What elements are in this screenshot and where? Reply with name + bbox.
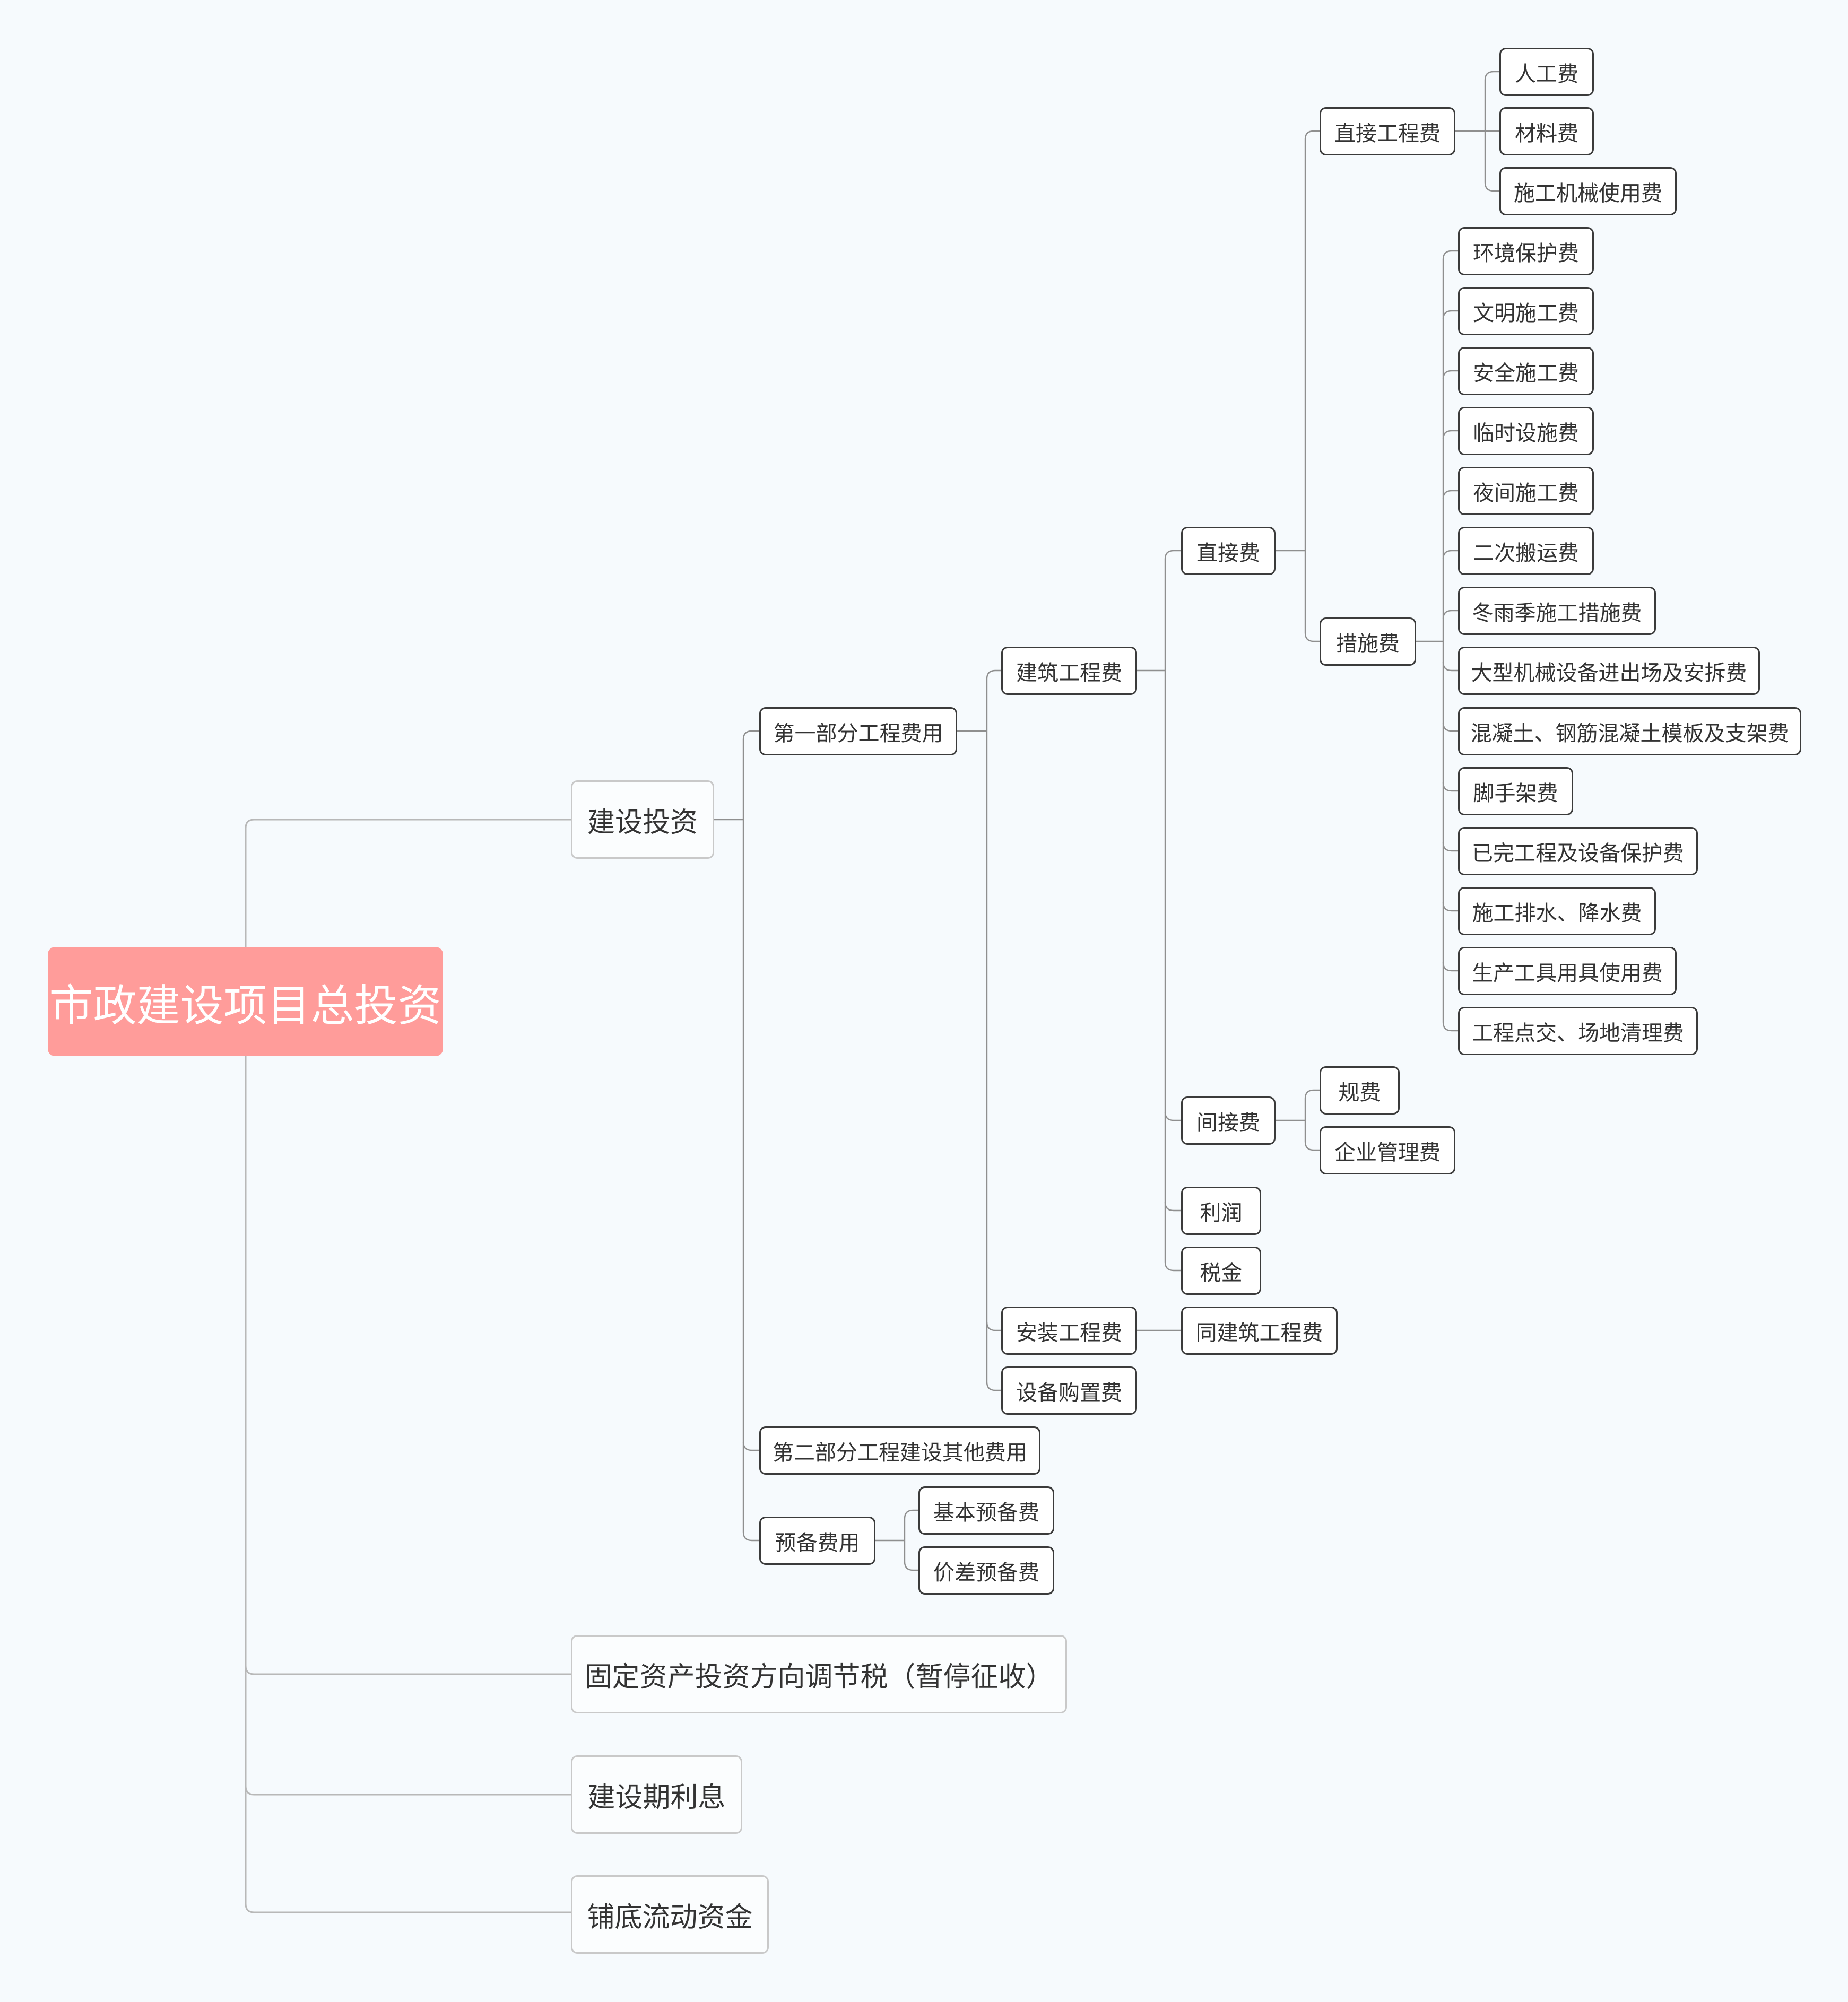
connector-line bbox=[245, 1786, 571, 1796]
node-material-cost[interactable]: 材料费 bbox=[1499, 107, 1594, 155]
node-labor-cost[interactable]: 人工费 bbox=[1499, 48, 1594, 96]
node-working-capital[interactable]: 铺底流动资金 bbox=[571, 1875, 769, 1954]
node-construction-investment[interactable]: 建设投资 bbox=[571, 780, 714, 859]
connector-line bbox=[1442, 310, 1458, 320]
node-measure-item[interactable]: 脚手架费 bbox=[1458, 767, 1573, 815]
connector-line bbox=[1164, 1261, 1181, 1272]
connector-line bbox=[1164, 1202, 1181, 1212]
connector-line bbox=[1442, 842, 1458, 852]
connector-line bbox=[904, 1509, 918, 1519]
node-measure-item[interactable]: 生产工具用具使用费 bbox=[1458, 947, 1677, 995]
connector-line bbox=[1304, 1141, 1320, 1151]
connector-line bbox=[1442, 661, 1458, 672]
connector-line bbox=[742, 730, 759, 740]
connector-line bbox=[904, 1561, 918, 1571]
node-profit[interactable]: 利润 bbox=[1181, 1187, 1261, 1235]
connector-line bbox=[1442, 1022, 1458, 1032]
connector-line bbox=[1442, 610, 1458, 620]
connector-line bbox=[1304, 130, 1320, 140]
connector-line bbox=[1164, 1111, 1181, 1121]
connector-line bbox=[1442, 782, 1458, 792]
connector-line bbox=[245, 819, 571, 947]
node-price-reserve[interactable]: 价差预备费 bbox=[918, 1546, 1054, 1595]
connector-line bbox=[1304, 1089, 1320, 1099]
node-installation-works[interactable]: 安装工程费 bbox=[1001, 1307, 1137, 1355]
node-measure-item[interactable]: 临时设施费 bbox=[1458, 407, 1594, 455]
node-part2-other-costs[interactable]: 第二部分工程建设其他费用 bbox=[759, 1426, 1040, 1475]
node-measure-item[interactable]: 二次搬运费 bbox=[1458, 527, 1594, 575]
node-measure-item[interactable]: 混凝土、钢筋混凝土模板及支架费 bbox=[1458, 707, 1801, 755]
node-same-as-building[interactable]: 同建筑工程费 bbox=[1181, 1307, 1338, 1355]
node-measure-item[interactable]: 冬雨季施工措施费 bbox=[1458, 587, 1656, 635]
node-measure-item[interactable]: 工程点交、场地清理费 bbox=[1458, 1007, 1698, 1055]
connector-line bbox=[986, 669, 1001, 680]
node-machinery-cost[interactable]: 施工机械使用费 bbox=[1499, 167, 1677, 215]
root-node[interactable]: 市政建设项目总投资 bbox=[48, 947, 443, 1056]
connector-line bbox=[1442, 370, 1458, 380]
node-measure-item[interactable]: 环境保护费 bbox=[1458, 227, 1594, 275]
connector-line bbox=[742, 1531, 759, 1542]
connector-line bbox=[986, 1381, 1001, 1391]
connector-line bbox=[1164, 550, 1181, 560]
node-reserve[interactable]: 预备费用 bbox=[759, 1517, 875, 1565]
node-indirect-cost[interactable]: 间接费 bbox=[1181, 1096, 1276, 1145]
node-measure-item[interactable]: 文明施工费 bbox=[1458, 287, 1594, 335]
node-regulation-fee[interactable]: 规费 bbox=[1320, 1066, 1400, 1115]
connector-line bbox=[1442, 962, 1458, 972]
connector-line bbox=[1442, 550, 1458, 560]
node-fixed-asset-tax[interactable]: 固定资产投资方向调节税（暂停征收） bbox=[571, 1635, 1067, 1713]
connector-line bbox=[1442, 902, 1458, 912]
node-tax[interactable]: 税金 bbox=[1181, 1247, 1261, 1295]
connector-line bbox=[986, 1321, 1001, 1331]
connector-line bbox=[1442, 490, 1458, 500]
connector-line bbox=[1484, 71, 1499, 81]
connector-line bbox=[1304, 632, 1320, 642]
node-direct-engineering-cost[interactable]: 直接工程费 bbox=[1320, 107, 1455, 155]
node-building-works[interactable]: 建筑工程费 bbox=[1001, 647, 1137, 695]
connector-line bbox=[1484, 182, 1499, 192]
node-management-fee[interactable]: 企业管理费 bbox=[1320, 1126, 1455, 1174]
node-construction-interest[interactable]: 建设期利息 bbox=[571, 1755, 742, 1834]
node-measure-item[interactable]: 已完工程及设备保护费 bbox=[1458, 827, 1698, 875]
node-measure-item[interactable]: 夜间施工费 bbox=[1458, 467, 1594, 515]
node-measure-item[interactable]: 安全施工费 bbox=[1458, 347, 1594, 395]
node-equipment-purchase[interactable]: 设备购置费 bbox=[1001, 1366, 1137, 1415]
node-measure-item[interactable]: 大型机械设备进出场及安拆费 bbox=[1458, 647, 1760, 695]
node-basic-reserve[interactable]: 基本预备费 bbox=[918, 1486, 1054, 1535]
connector-line bbox=[742, 1441, 759, 1451]
node-direct-cost[interactable]: 直接费 bbox=[1181, 527, 1276, 575]
node-measure-cost[interactable]: 措施费 bbox=[1320, 617, 1416, 666]
node-part1-engineering[interactable]: 第一部分工程费用 bbox=[759, 707, 957, 755]
connector-line bbox=[1442, 250, 1458, 260]
connector-line bbox=[1442, 430, 1458, 440]
connector-line bbox=[245, 1665, 571, 1675]
connector-line bbox=[245, 1903, 571, 1913]
node-measure-item[interactable]: 施工排水、降水费 bbox=[1458, 887, 1656, 935]
connector-line bbox=[1442, 722, 1458, 732]
